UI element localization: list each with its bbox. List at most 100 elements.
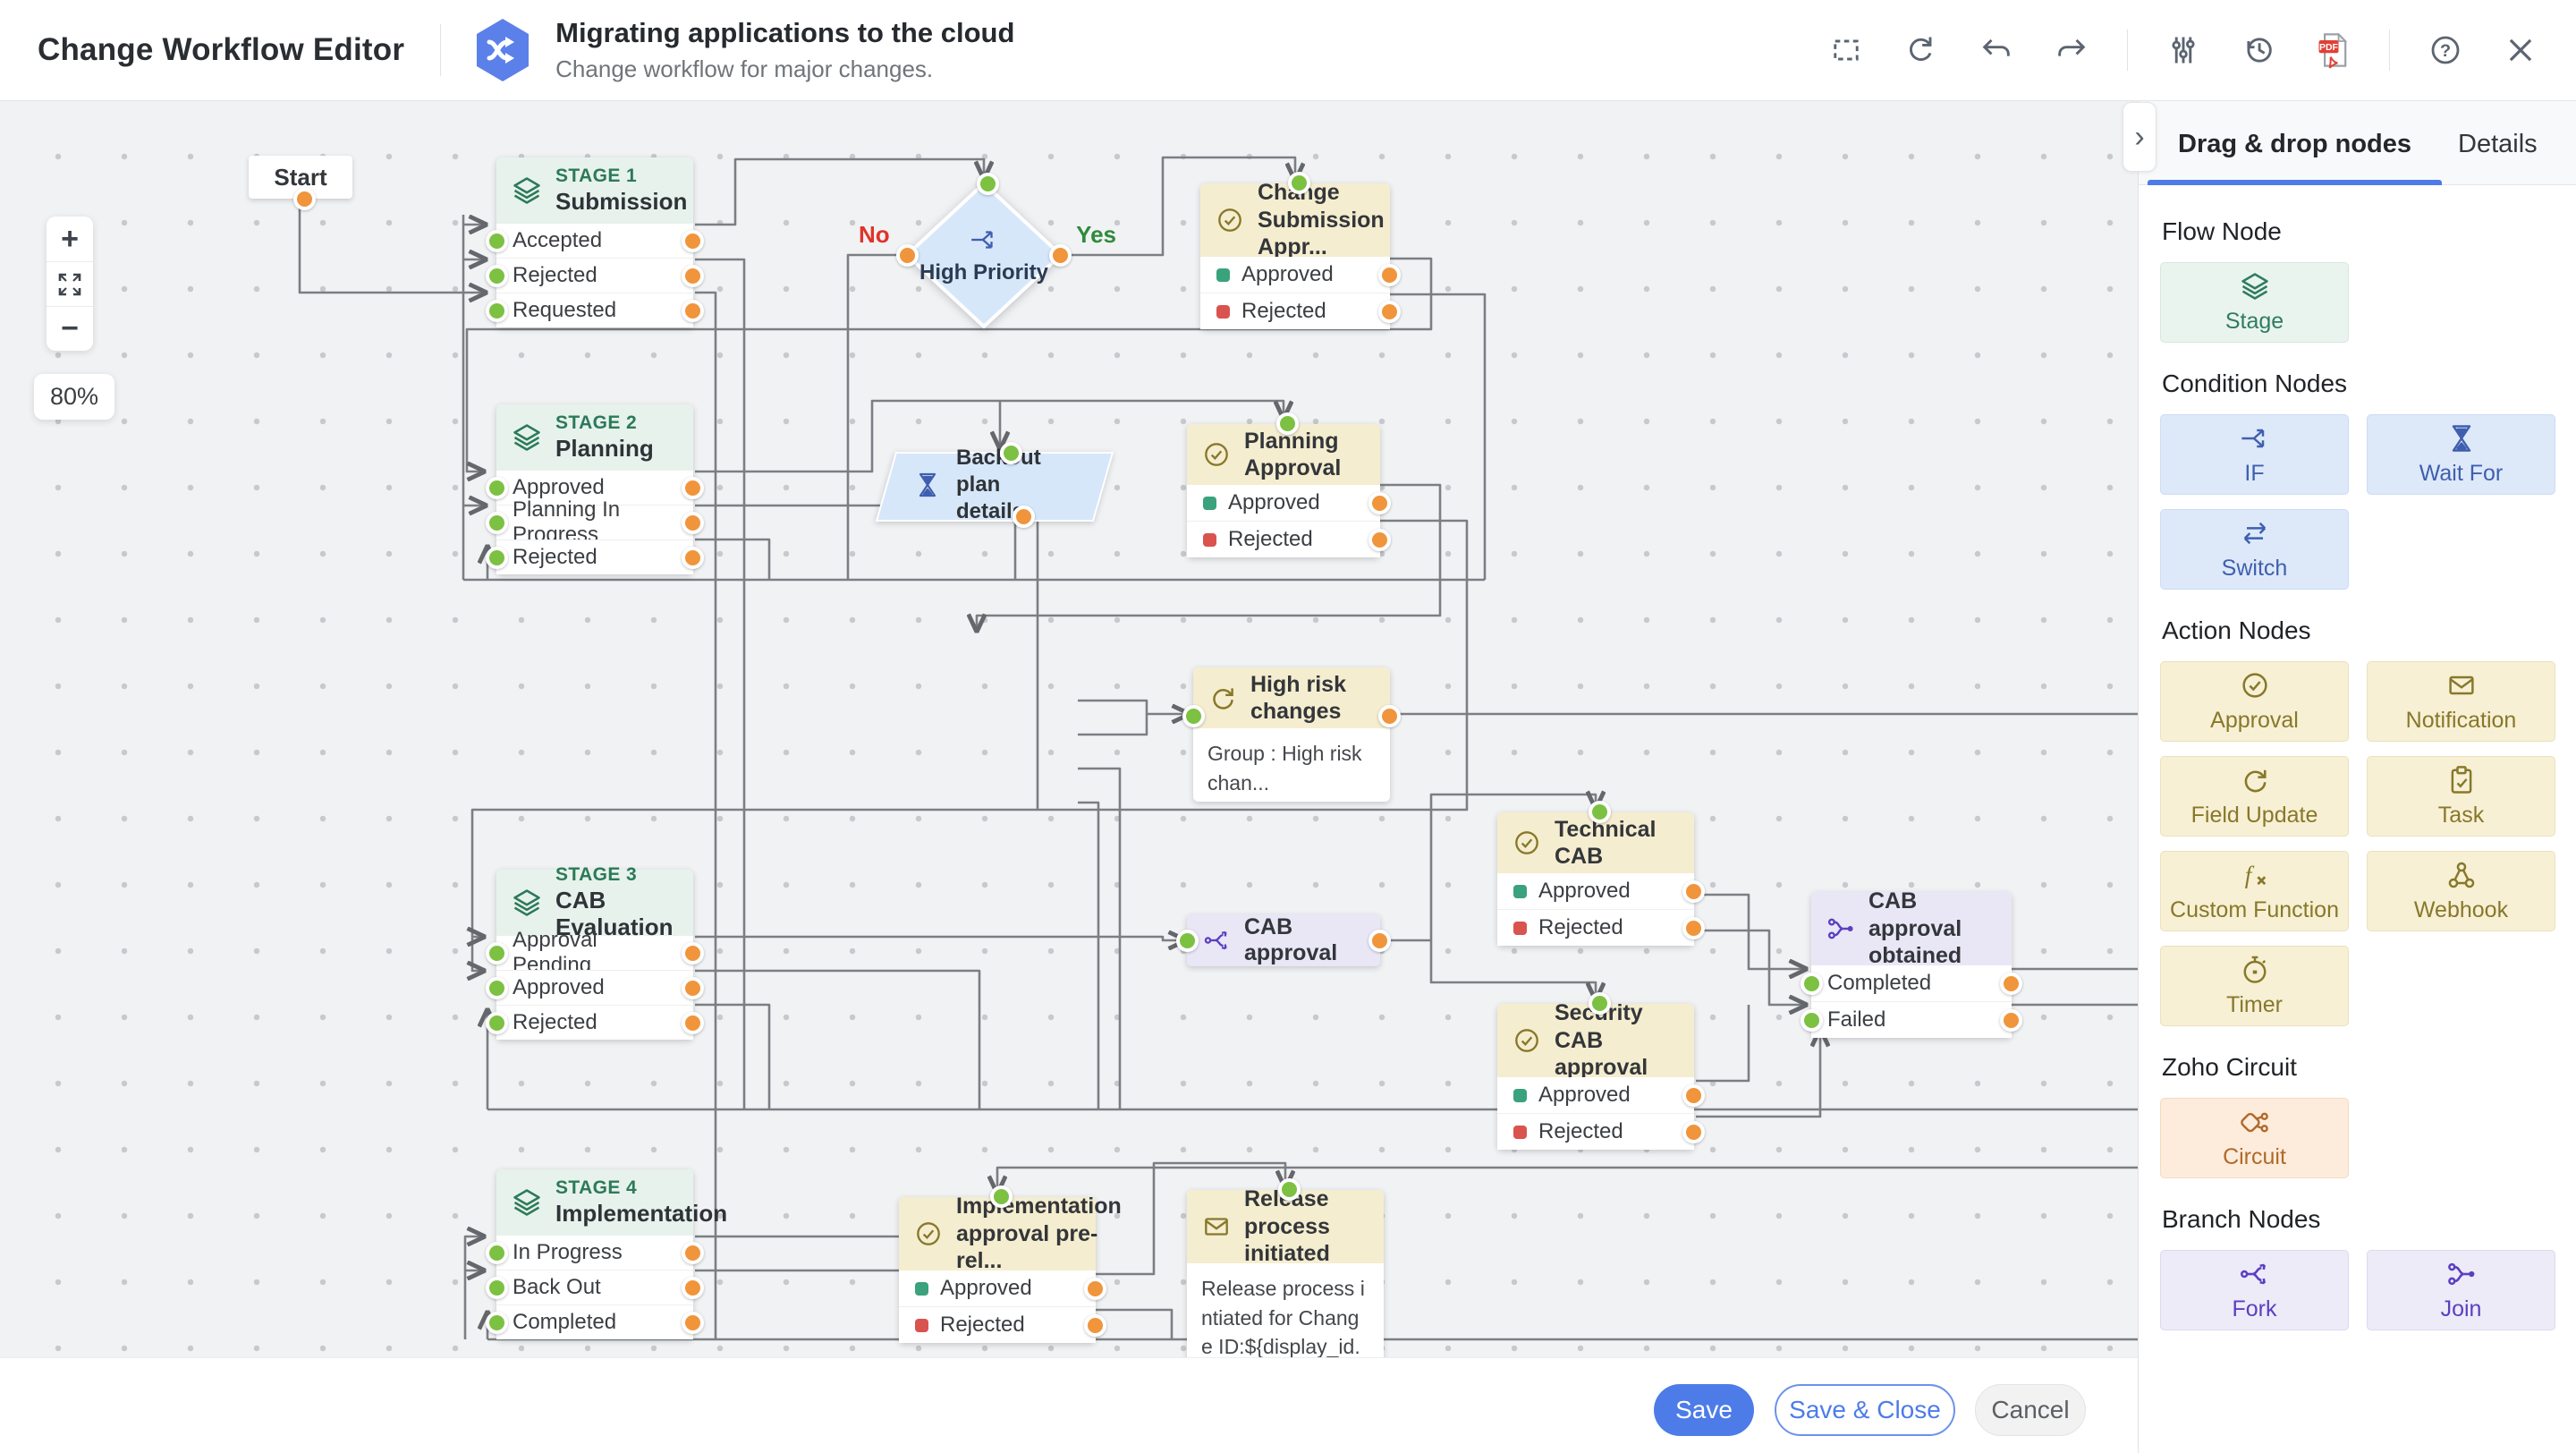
- input-port[interactable]: [486, 1312, 508, 1334]
- palette-tile-fork[interactable]: Fork: [2160, 1250, 2349, 1330]
- save-button[interactable]: Save: [1654, 1384, 1754, 1436]
- node-row-rejected[interactable]: Rejected: [486, 1005, 704, 1040]
- node-row-in-progress[interactable]: In Progress: [486, 1236, 704, 1270]
- node-row-rejected[interactable]: Rejected: [1497, 1113, 1705, 1150]
- output-port[interactable]: [682, 477, 704, 499]
- redo-icon[interactable]: [2052, 30, 2091, 70]
- marquee-select-icon[interactable]: [1826, 30, 1866, 70]
- node-row-approved[interactable]: Approved: [486, 471, 704, 505]
- node-row-rejected[interactable]: Rejected: [486, 258, 704, 293]
- palette-tile-stage[interactable]: Stage: [2160, 262, 2349, 343]
- palette-tile-circuit[interactable]: Circuit: [2160, 1098, 2349, 1178]
- output-port[interactable]: [682, 942, 704, 964]
- output-port[interactable]: [896, 244, 919, 267]
- node-row-completed[interactable]: Completed: [1801, 965, 2022, 1001]
- output-port[interactable]: [2000, 973, 2022, 995]
- node-row-rejected[interactable]: Rejected: [899, 1306, 1106, 1343]
- input-port[interactable]: [486, 547, 508, 569]
- node-row-approved[interactable]: Approved: [1200, 257, 1401, 293]
- node-row-planning-in-progress[interactable]: Planning In Progress: [486, 497, 704, 547]
- save-and-close-button[interactable]: Save & Close: [1775, 1384, 1955, 1436]
- input-port[interactable]: [486, 265, 508, 287]
- node-changeSubmission[interactable]: Change Submission Appr...ApprovedRejecte…: [1200, 172, 1401, 329]
- node-row-rejected[interactable]: Rejected: [1187, 521, 1391, 557]
- filter-sliders-icon[interactable]: [2164, 30, 2203, 70]
- palette-tile-notification[interactable]: Notification: [2367, 661, 2555, 742]
- palette-tile-timer[interactable]: Timer: [2160, 946, 2349, 1026]
- node-row-requested[interactable]: Requested: [486, 293, 704, 327]
- palette-tile-if[interactable]: IF: [2160, 414, 2349, 495]
- output-port[interactable]: [1682, 1084, 1705, 1107]
- output-port[interactable]: [682, 265, 704, 287]
- help-icon[interactable]: ?: [2426, 30, 2465, 70]
- output-port[interactable]: [1368, 492, 1391, 514]
- input-port[interactable]: [1176, 930, 1199, 952]
- input-port[interactable]: [486, 512, 508, 534]
- output-port[interactable]: [682, 1242, 704, 1264]
- node-backout[interactable]: Backout plan details: [875, 442, 1114, 528]
- input-port[interactable]: [1588, 801, 1611, 823]
- node-row-accepted[interactable]: Accepted: [486, 224, 704, 258]
- input-port[interactable]: [1588, 992, 1611, 1015]
- input-port[interactable]: [1287, 172, 1310, 194]
- undo-icon[interactable]: [1977, 30, 2016, 70]
- palette-tile-webhook[interactable]: Webhook: [2367, 851, 2555, 931]
- output-port[interactable]: [682, 1312, 704, 1334]
- output-port[interactable]: [682, 1277, 704, 1299]
- node-row-rejected[interactable]: Rejected: [1497, 909, 1705, 946]
- node-row-approved[interactable]: Approved: [899, 1270, 1106, 1306]
- palette-tile-approval[interactable]: Approval: [2160, 661, 2349, 742]
- node-cabApproval[interactable]: CAB approval: [1176, 914, 1391, 966]
- refresh-icon[interactable]: [1902, 30, 1941, 70]
- tab-drag-drop-nodes[interactable]: Drag & drop nodes: [2147, 130, 2443, 185]
- output-port[interactable]: [1084, 1278, 1106, 1300]
- palette-tile-switch[interactable]: Switch: [2160, 509, 2349, 590]
- input-port[interactable]: [1277, 1178, 1301, 1201]
- palette-tile-task[interactable]: Task: [2367, 756, 2555, 837]
- output-port[interactable]: [1368, 529, 1391, 551]
- node-row-failed[interactable]: Failed: [1801, 1001, 2022, 1038]
- input-port[interactable]: [1000, 442, 1022, 464]
- input-port[interactable]: [976, 173, 999, 195]
- input-port[interactable]: [486, 300, 508, 322]
- palette-tile-wait-for[interactable]: Wait For: [2367, 414, 2555, 495]
- output-port[interactable]: [682, 977, 704, 999]
- node-row-approved[interactable]: Approved: [486, 970, 704, 1005]
- input-port[interactable]: [486, 1277, 508, 1299]
- output-port[interactable]: [682, 512, 704, 534]
- node-row-approval-pending[interactable]: Approval Pending: [486, 928, 704, 977]
- palette-tile-join[interactable]: Join: [2367, 1250, 2555, 1330]
- input-port[interactable]: [989, 1185, 1013, 1208]
- output-port[interactable]: [1049, 244, 1072, 267]
- output-port[interactable]: [292, 188, 316, 210]
- input-port[interactable]: [1801, 1009, 1823, 1032]
- export-pdf-icon[interactable]: PDF: [2314, 30, 2353, 70]
- output-port[interactable]: [1378, 705, 1401, 727]
- output-port[interactable]: [1682, 917, 1705, 939]
- output-port[interactable]: [1084, 1314, 1106, 1337]
- input-port[interactable]: [486, 230, 508, 252]
- fit-screen-button[interactable]: [47, 261, 93, 306]
- output-port[interactable]: [682, 1012, 704, 1034]
- sidebar-collapse-icon[interactable]: ›: [2123, 102, 2157, 172]
- input-port[interactable]: [486, 1012, 508, 1034]
- input-port[interactable]: [1801, 973, 1823, 995]
- node-implApproval[interactable]: Implementation approval pre-rel...Approv…: [899, 1185, 1122, 1343]
- close-icon[interactable]: [2501, 30, 2540, 70]
- output-port[interactable]: [2000, 1009, 2022, 1032]
- input-port[interactable]: [1182, 705, 1205, 727]
- input-port[interactable]: [486, 977, 508, 999]
- output-port[interactable]: [1682, 880, 1705, 903]
- node-row-back-out[interactable]: Back Out: [486, 1270, 704, 1304]
- output-port[interactable]: [682, 230, 704, 252]
